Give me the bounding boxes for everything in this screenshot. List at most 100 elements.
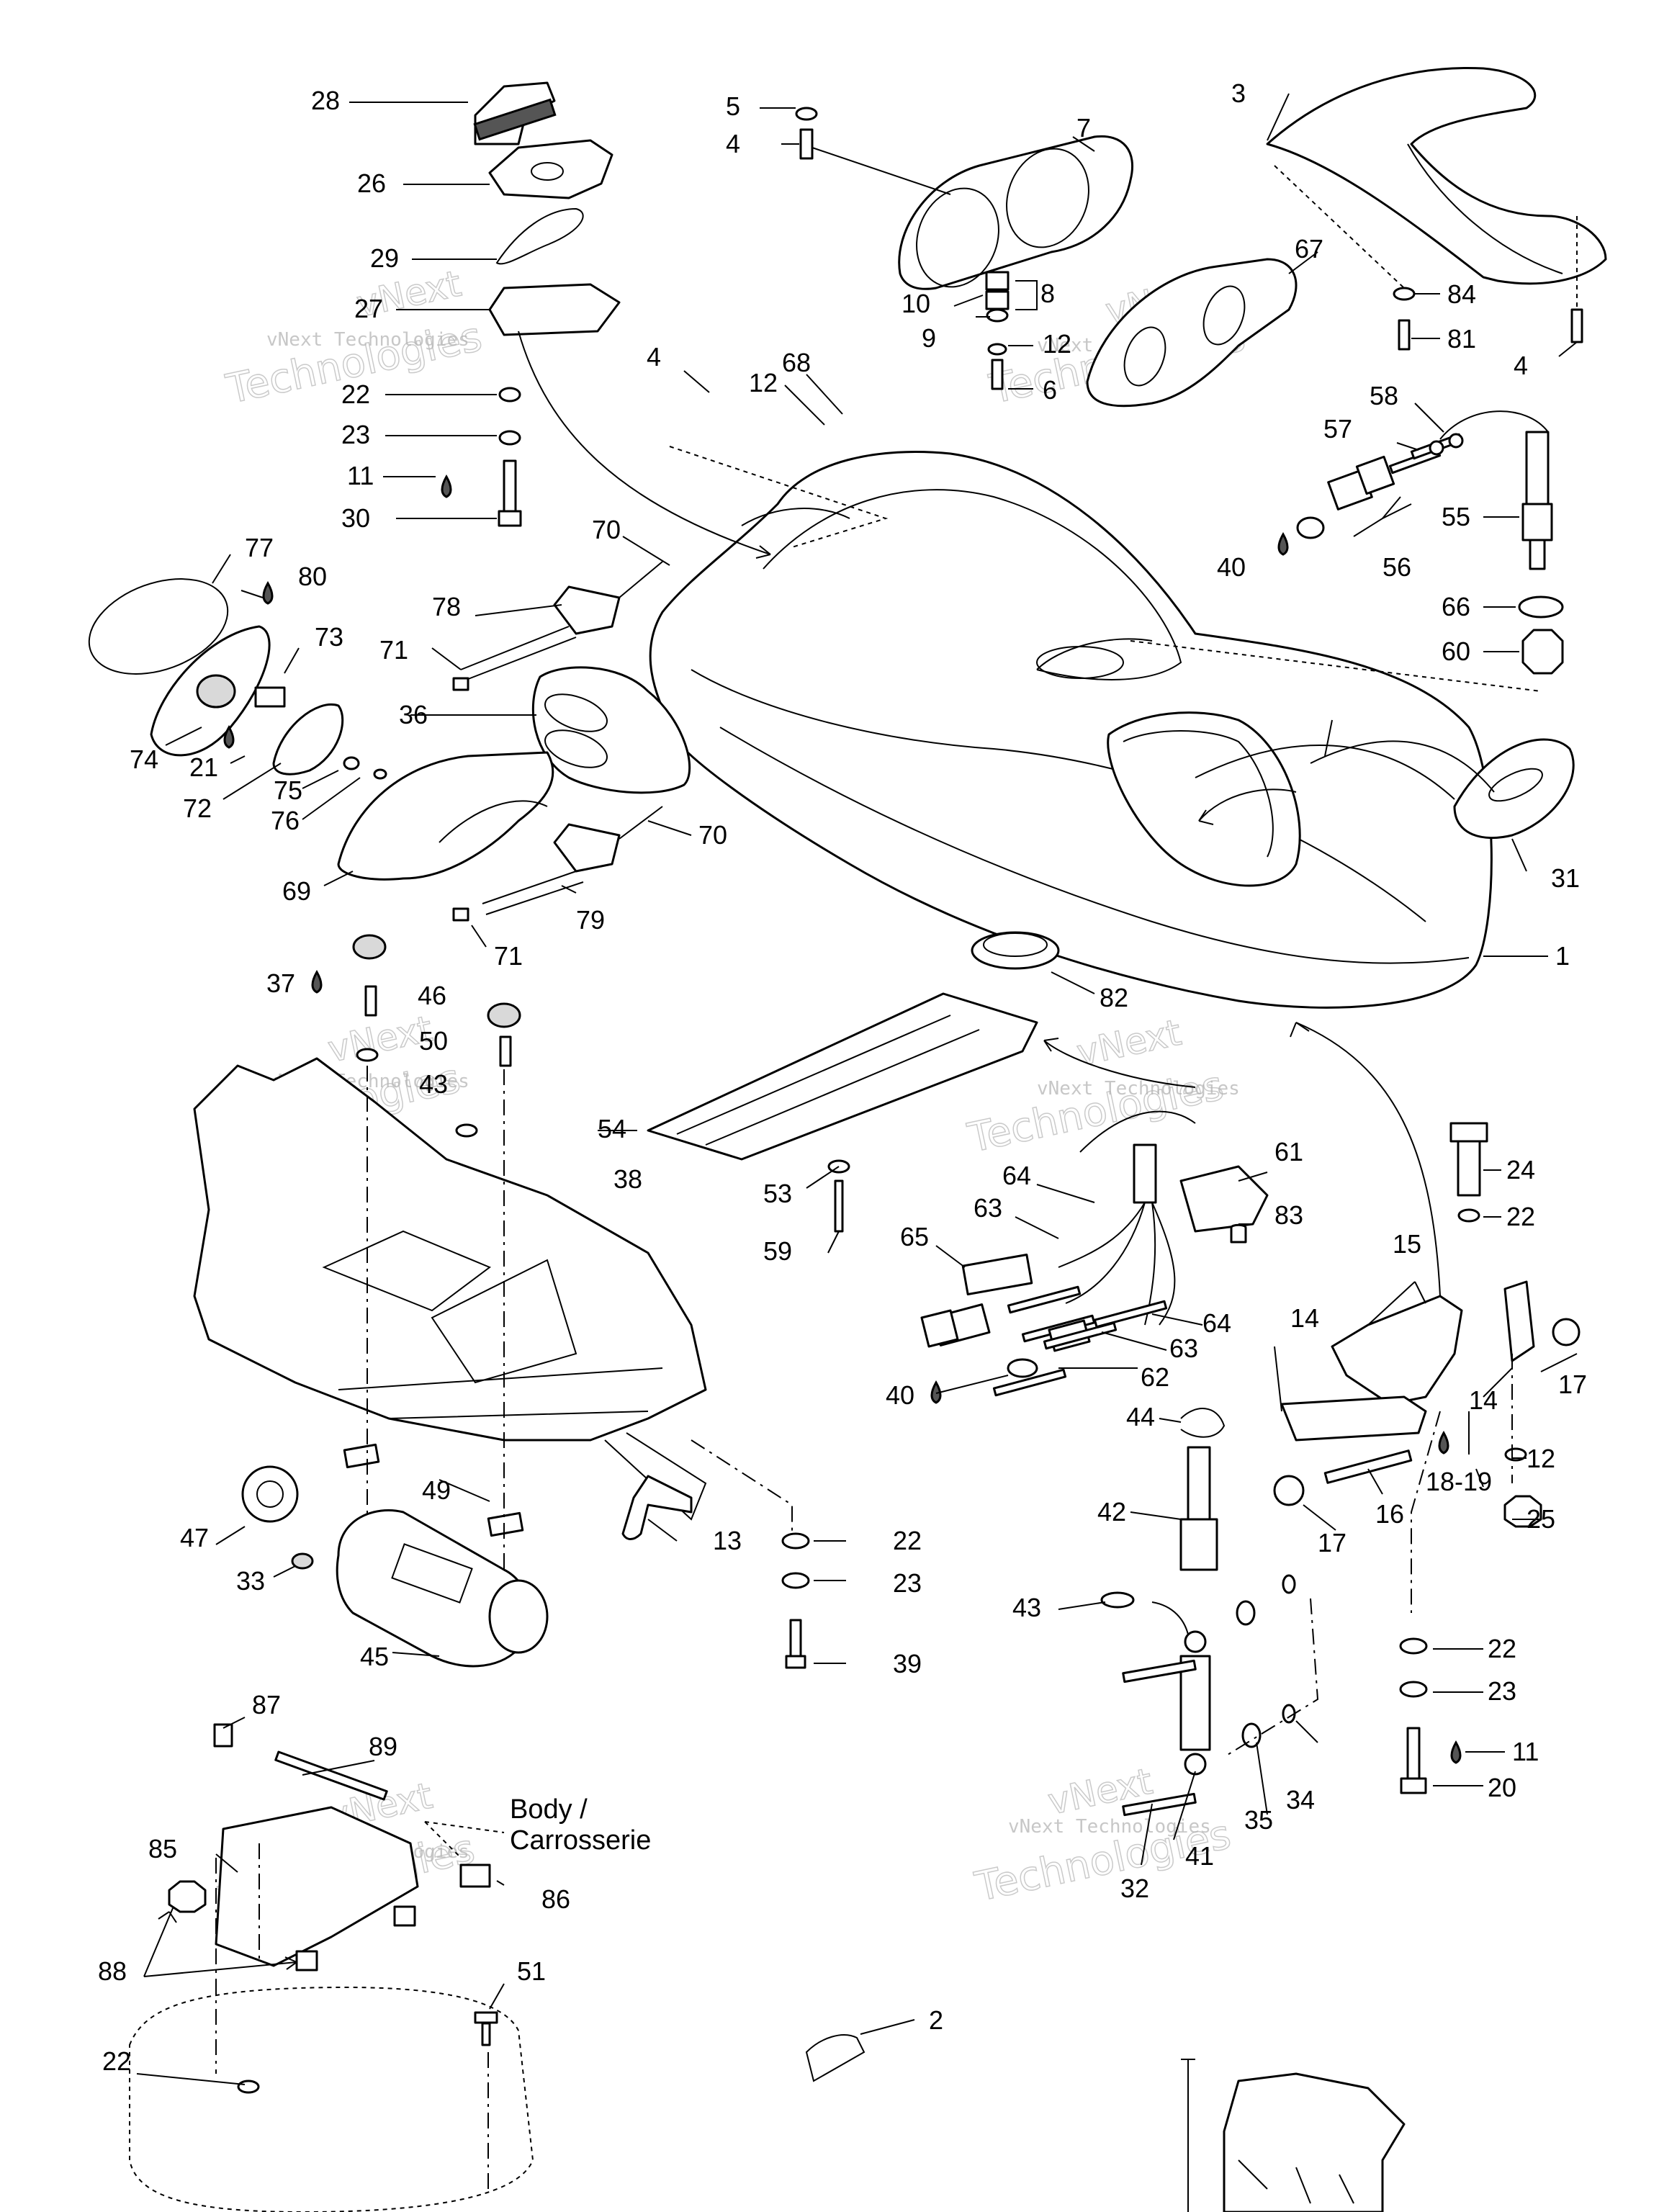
callout-30: 30 <box>341 503 370 533</box>
clip-part <box>393 1905 416 1927</box>
callout-80: 80 <box>298 562 327 591</box>
cleat-support-part <box>488 283 621 336</box>
callout-69: 69 <box>282 876 311 906</box>
bracket-part <box>553 585 621 635</box>
callout-10: 10 <box>902 289 930 318</box>
washer-part <box>781 1532 810 1550</box>
engine-bracket-assembly <box>647 931 1060 1233</box>
callout-13: 13 <box>713 1526 742 1555</box>
grease-drop-icon <box>1277 531 1289 556</box>
washer-part <box>356 1048 379 1062</box>
callout-47: 47 <box>180 1523 209 1552</box>
cable-tie-part <box>805 2034 866 2082</box>
bolt-part <box>503 459 517 513</box>
module-part <box>1179 1165 1269 1233</box>
screw-part <box>481 2022 491 2046</box>
body-panel-part <box>215 1806 419 1967</box>
body-label-line1: Body / <box>510 1794 588 1825</box>
loctite-drop-icon <box>1450 1740 1462 1764</box>
bushing-part <box>1184 1630 1207 1653</box>
bolt-part <box>1457 1136 1481 1197</box>
watermark-text: vNext Technologies <box>266 329 469 351</box>
bolt-head-part <box>1400 1777 1427 1794</box>
temperature-sensor-assembly <box>1277 410 1564 675</box>
callout-73: 73 <box>315 622 343 652</box>
nut-part <box>1521 629 1564 675</box>
gauge-bracket-part <box>1086 258 1298 408</box>
callout-79: 79 <box>576 905 605 935</box>
spacer-part <box>343 1443 380 1469</box>
clip-part <box>1282 1574 1296 1594</box>
callout-21: 21 <box>189 752 218 782</box>
grommet-part <box>241 1465 299 1523</box>
callout-4: 4 <box>647 342 661 372</box>
bolt-head-part <box>1449 1122 1488 1143</box>
washer-part <box>1393 287 1416 301</box>
washer-part <box>237 2080 260 2094</box>
plug-part <box>352 934 387 960</box>
callout-40: 40 <box>886 1380 914 1410</box>
callout-43: 43 <box>1012 1593 1041 1622</box>
seal-part <box>1429 440 1444 456</box>
callout-22: 22 <box>893 1526 922 1555</box>
shock-absorber-assembly <box>1100 1408 1319 1817</box>
callout-31: 31 <box>1551 863 1580 893</box>
callout-38: 38 <box>613 1164 642 1194</box>
nut-part <box>452 907 469 922</box>
callout-16: 16 <box>1375 1499 1404 1529</box>
cleat-grip-part <box>473 98 557 141</box>
o-ring-part <box>88 578 229 675</box>
pin-part <box>1007 1285 1082 1314</box>
callout-49: 49 <box>422 1475 451 1505</box>
clip-part <box>295 1950 318 1972</box>
sensor-thread-part <box>1521 503 1553 541</box>
windshield-assembly <box>1086 67 1607 408</box>
callout-35: 35 <box>1244 1805 1273 1835</box>
callout-23: 23 <box>1488 1676 1516 1706</box>
callout-23: 23 <box>341 420 370 449</box>
callout-40: 40 <box>1217 552 1246 582</box>
callout-55: 55 <box>1442 502 1470 531</box>
callout-15: 15 <box>1393 1229 1421 1259</box>
callout-24: 24 <box>1506 1155 1535 1184</box>
gauge-housing-assembly <box>795 107 1134 390</box>
screw-head-part <box>474 2011 498 2024</box>
callout-76: 76 <box>271 806 300 835</box>
bushing-part <box>373 768 387 780</box>
grommet-part <box>971 931 1060 970</box>
callout-50: 50 <box>419 1026 448 1056</box>
cleat-base-part <box>488 139 613 199</box>
callout-45: 45 <box>360 1642 389 1671</box>
callout-12: 12 <box>1043 329 1071 359</box>
sensor-tip-part <box>1529 539 1546 570</box>
callout-26: 26 <box>357 168 386 198</box>
callout-46: 46 <box>418 981 446 1010</box>
callout-4: 4 <box>1514 351 1528 380</box>
washer-part <box>987 343 1007 356</box>
cleat-gasket-part <box>495 207 584 265</box>
callout-22: 22 <box>102 2046 131 2076</box>
nut-part <box>991 359 1004 390</box>
screw-part <box>499 1035 512 1067</box>
screw-part <box>1230 1223 1247 1244</box>
bolt-part <box>1122 1659 1197 1683</box>
nozzle-part <box>531 666 691 794</box>
plug-part <box>487 1002 521 1028</box>
pivot-bracket-assembly <box>1273 1022 1581 1794</box>
grease-drop-icon <box>223 724 235 749</box>
gasket-part <box>1518 595 1564 619</box>
callout-62: 62 <box>1141 1362 1169 1392</box>
callout-11: 11 <box>347 461 374 490</box>
panel-assembly <box>129 1723 534 2212</box>
body-label-line2: Carrosserie <box>510 1825 651 1856</box>
callout-59: 59 <box>763 1236 792 1266</box>
support-bracket-part <box>647 992 1038 1161</box>
callout-56: 56 <box>1382 552 1411 582</box>
callout-20: 20 <box>1488 1773 1516 1802</box>
temperature-sensor-part <box>1525 431 1550 505</box>
screw-part <box>789 1619 802 1658</box>
callout-77: 77 <box>245 533 274 562</box>
washer-part <box>1399 1637 1428 1655</box>
connector-housing-part <box>961 1253 1033 1296</box>
